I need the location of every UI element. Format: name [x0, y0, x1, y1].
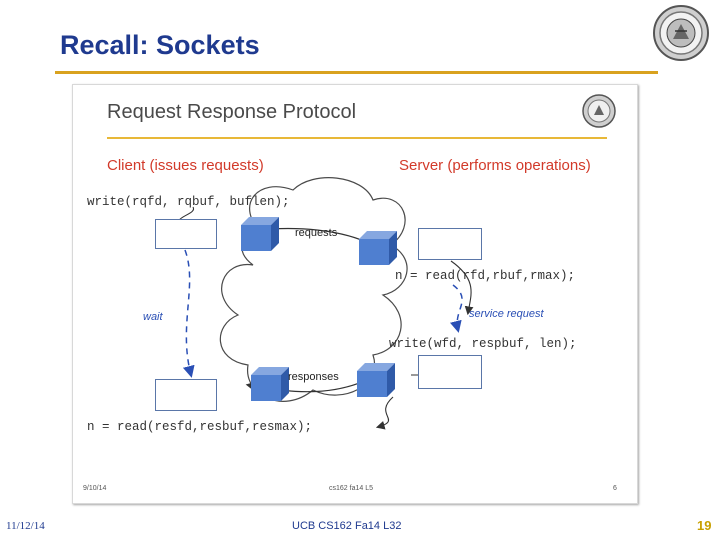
client-response-buffer	[155, 379, 217, 411]
client-read-call: n = read(resfd,resbuf,resmax);	[87, 420, 313, 434]
embedded-footer-course: cs162 fa14 L5	[329, 485, 373, 492]
university-seal-icon	[653, 5, 709, 61]
footer-date: 11/12/14	[6, 520, 45, 532]
packet-cube-response-client	[251, 367, 289, 401]
slide-title: Recall: Sockets	[60, 30, 260, 60]
protocol-diagram	[175, 177, 474, 430]
service-request-label: service request	[469, 308, 544, 320]
client-write-call: write(rqfd, rqbuf, buflen);	[87, 195, 290, 209]
footer-course: UCB CS162 Fa14 L32	[292, 520, 402, 532]
page-number: 19	[697, 518, 712, 533]
packet-cube-request-server	[359, 231, 397, 265]
requests-label: requests	[295, 227, 338, 239]
server-receive-buffer	[418, 228, 482, 260]
client-request-buffer	[155, 219, 217, 249]
server-write-call: write(wfd, respbuf, len);	[389, 337, 577, 351]
title-divider	[55, 71, 658, 74]
embedded-title-rule	[107, 137, 607, 139]
embedded-footer-date: 9/10/14	[83, 485, 107, 492]
server-read-call: n = read(rfd,rbuf,rmax);	[395, 269, 576, 283]
server-response-buffer	[418, 355, 482, 389]
wait-label: wait	[143, 311, 163, 323]
packet-cube-request-client	[241, 217, 279, 251]
embedded-slide: Request Response Protocol Client (issues…	[72, 84, 638, 504]
server-heading: Server (performs operations)	[399, 157, 591, 174]
client-heading: Client (issues requests)	[107, 157, 264, 174]
packet-cube-response-server	[357, 363, 395, 397]
embedded-footer-page: 6	[613, 485, 617, 492]
embedded-title: Request Response Protocol	[107, 101, 357, 123]
responses-label: responses	[288, 371, 339, 383]
university-seal-icon	[582, 94, 616, 128]
